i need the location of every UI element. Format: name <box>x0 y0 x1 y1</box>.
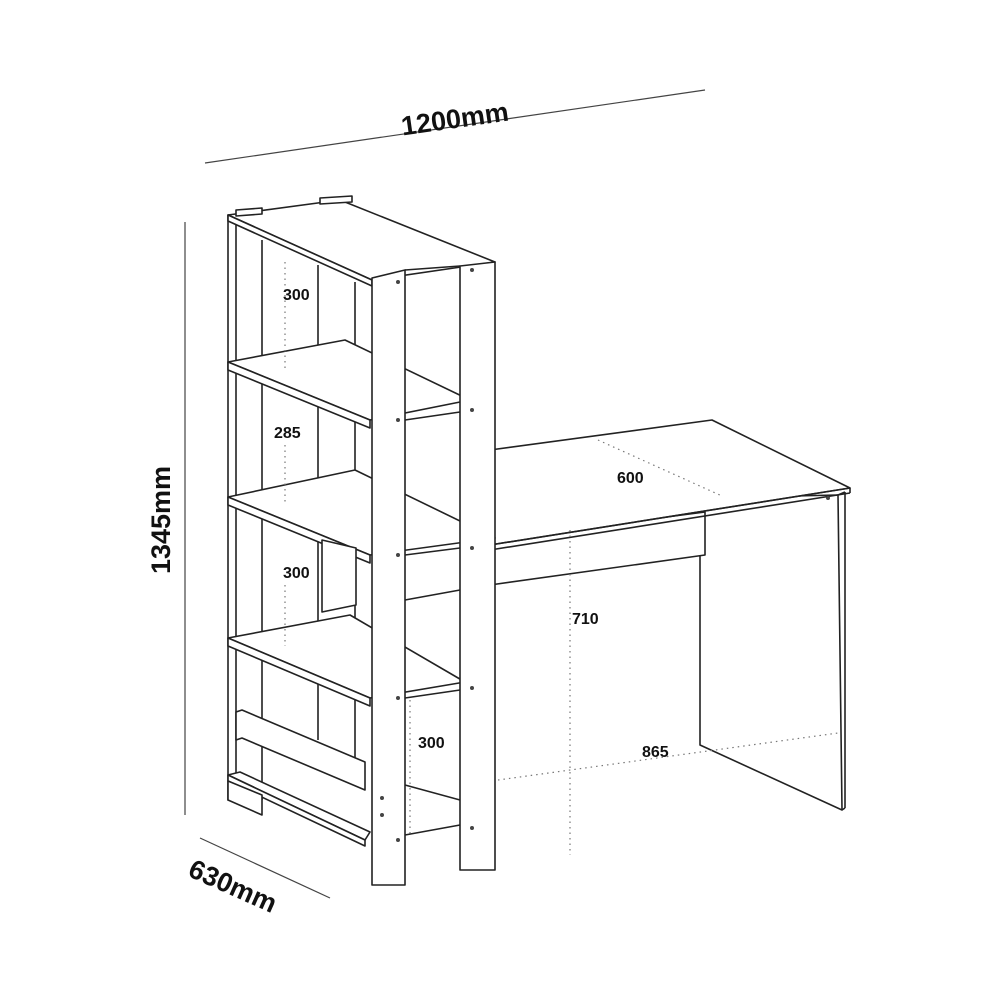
top-board <box>227 199 496 281</box>
desk <box>489 419 851 855</box>
desk-height-label: 710 <box>572 611 599 628</box>
shelf-4-height-label: 300 <box>418 735 445 752</box>
shelf-3-height-label: 300 <box>283 565 310 582</box>
width-dimension-line <box>204 89 706 164</box>
overall-width-label: 1200mm <box>399 97 510 142</box>
bottom-front-board <box>235 709 366 791</box>
overall-depth-label: 630mm <box>184 854 281 919</box>
front-upright-right <box>459 261 496 871</box>
desk-side-panel <box>699 494 843 811</box>
depth-dimension-line <box>199 837 331 899</box>
bookshelf <box>227 195 496 886</box>
shelf-1-height-label: 300 <box>283 287 310 304</box>
shelf-2-height-label: 285 <box>274 425 301 442</box>
desk-width-label: 865 <box>642 744 669 761</box>
back-panel <box>321 539 357 613</box>
desk-depth-label: 600 <box>617 470 644 487</box>
front-upright-left <box>371 269 406 886</box>
overall-height-label: 1345mm <box>146 466 176 574</box>
